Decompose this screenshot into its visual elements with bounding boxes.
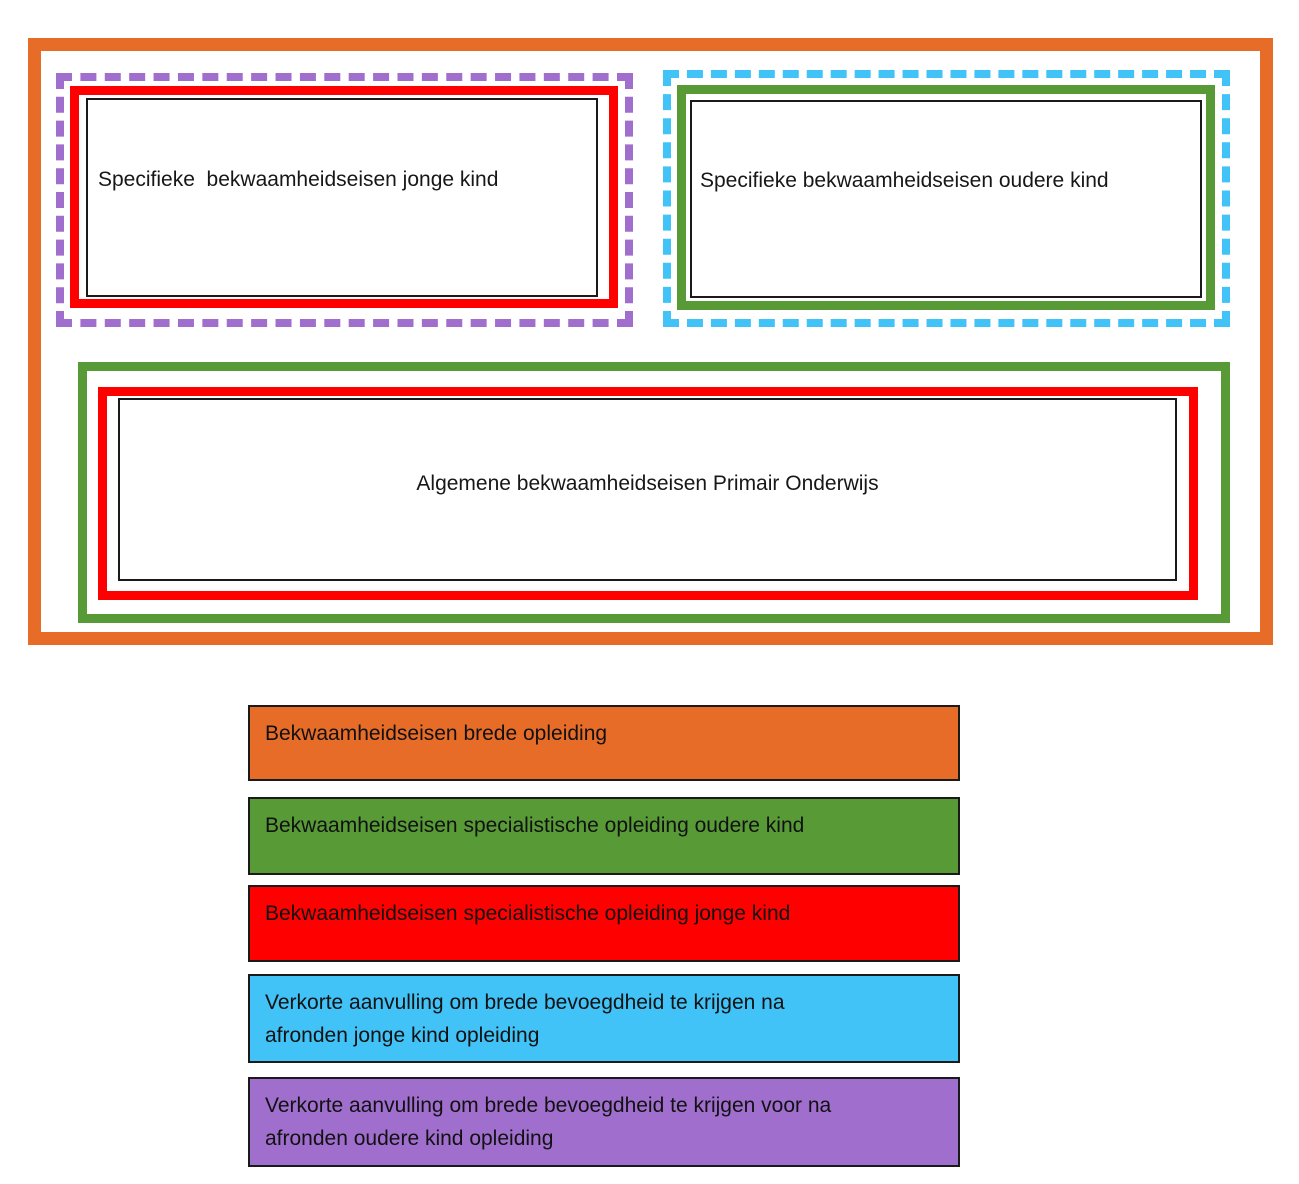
box-specifieke-oudere-kind: Specifieke bekwaamheidseisen oudere kind — [690, 100, 1202, 298]
legend-item-label: Bekwaamheidseisen specialistische opleid… — [265, 814, 805, 837]
outline-jonge-kind-algemene — [98, 387, 1198, 600]
outline-verkorte-aanvulling-na-jonge-kind — [663, 70, 1230, 327]
outline-oudere-kind-algemene — [78, 362, 1230, 623]
legend-item-verkorte-aanvulling-na-oudere-kind: Verkorte aanvulling om brede bevoegdheid… — [248, 1077, 960, 1167]
legend-item-specialistische-oudere-kind: Bekwaamheidseisen specialistische opleid… — [248, 797, 960, 875]
outline-specialistische-opleiding-oudere-kind — [677, 85, 1215, 310]
legend-item-label: Verkorte aanvulling om brede bevoegdheid… — [265, 1094, 832, 1150]
outline-specialistische-opleiding-jonge-kind — [70, 86, 618, 308]
outline-verkorte-aanvulling-na-oudere-kind — [56, 73, 633, 327]
box-specifieke-jonge-kind-label: Specifieke bekwaamheidseisen jonge kind — [98, 167, 499, 191]
box-algemene-bekwaamheidseisen-label: Algemene bekwaamheidseisen Primair Onder… — [416, 471, 879, 495]
outline-brede-opleiding — [28, 38, 1273, 645]
legend-item-label: Verkorte aanvulling om brede bevoegdheid… — [265, 991, 785, 1047]
legend-item-label: Bekwaamheidseisen brede opleiding — [265, 722, 608, 745]
box-algemene-bekwaamheidseisen: Algemene bekwaamheidseisen Primair Onder… — [118, 398, 1177, 581]
box-specifieke-jonge-kind: Specifieke bekwaamheidseisen jonge kind — [86, 98, 598, 297]
legend-item-label: Bekwaamheidseisen specialistische opleid… — [265, 902, 791, 925]
legend-item-specialistische-jonge-kind: Bekwaamheidseisen specialistische opleid… — [248, 885, 960, 962]
box-specifieke-oudere-kind-label: Specifieke bekwaamheidseisen oudere kind — [700, 169, 1109, 193]
legend-item-verkorte-aanvulling-na-jonge-kind: Verkorte aanvulling om brede bevoegdheid… — [248, 974, 960, 1063]
legend-item-brede-opleiding: Bekwaamheidseisen brede opleiding — [248, 705, 960, 781]
